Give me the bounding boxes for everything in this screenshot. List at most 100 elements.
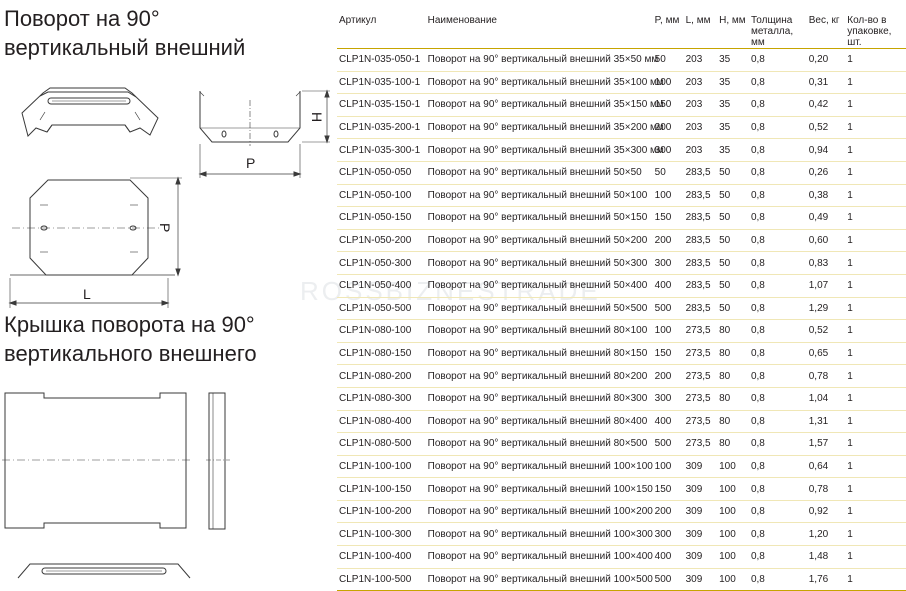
cell-p: 400 bbox=[652, 410, 684, 434]
cell-p: 50 bbox=[652, 48, 684, 72]
cell-article: CLP1N-100-500 bbox=[337, 568, 426, 591]
cell-thickness: 0,8 bbox=[748, 545, 807, 569]
cell-thickness: 0,8 bbox=[748, 274, 807, 298]
cell-name: Поворот на 90° вертикальный внешний 50×4… bbox=[425, 274, 653, 298]
cell-article: CLP1N-035-200-1 bbox=[337, 116, 426, 140]
cell-weight: 1,04 bbox=[806, 387, 846, 411]
cell-qty: 1 bbox=[845, 522, 906, 547]
cell-article: CLP1N-080-100 bbox=[337, 319, 426, 343]
cell-article: CLP1N-050-050 bbox=[337, 161, 426, 185]
cell-p: 150 bbox=[652, 93, 684, 117]
cover-title-line1: Крышка поворота на 90° bbox=[4, 312, 255, 337]
cell-l: 309 bbox=[683, 455, 718, 479]
label-p-top: P bbox=[157, 223, 173, 232]
cell-p: 150 bbox=[652, 342, 684, 366]
header-name: Наименование bbox=[425, 10, 653, 49]
cell-h: 100 bbox=[717, 455, 749, 479]
cell-article: CLP1N-080-200 bbox=[337, 364, 426, 388]
cell-p: 500 bbox=[652, 568, 684, 591]
cell-article: CLP1N-050-400 bbox=[337, 274, 426, 298]
cell-name: Поворот на 90° вертикальный внешний 50×1… bbox=[425, 184, 653, 208]
cell-weight: 0,52 bbox=[806, 116, 846, 140]
cell-l: 273,5 bbox=[683, 319, 718, 343]
cell-qty: 1 bbox=[845, 319, 906, 343]
cell-l: 283,5 bbox=[683, 161, 718, 185]
cell-p: 300 bbox=[652, 138, 684, 162]
cell-name: Поворот на 90° вертикальный внешний 80×4… bbox=[425, 410, 653, 434]
cell-qty: 1 bbox=[845, 71, 906, 95]
cell-name: Поворот на 90° вертикальный внешний 100×… bbox=[425, 568, 653, 591]
cell-l: 309 bbox=[683, 522, 718, 547]
cell-l: 273,5 bbox=[683, 410, 718, 434]
cell-qty: 1 bbox=[845, 387, 906, 411]
cell-p: 100 bbox=[652, 71, 684, 95]
cell-h: 100 bbox=[717, 477, 749, 501]
cell-weight: 0,94 bbox=[806, 138, 846, 162]
cell-thickness: 0,8 bbox=[748, 387, 807, 411]
cell-p: 200 bbox=[652, 500, 684, 524]
cell-weight: 1,20 bbox=[806, 522, 846, 547]
cell-h: 80 bbox=[717, 364, 749, 388]
cell-p: 100 bbox=[652, 319, 684, 343]
cell-h: 35 bbox=[717, 93, 749, 117]
header-h: H, мм bbox=[717, 10, 749, 49]
header-weight: Вес, кг bbox=[806, 10, 846, 49]
cell-p: 150 bbox=[652, 477, 684, 501]
label-p-side: P bbox=[246, 155, 255, 171]
cell-l: 283,5 bbox=[683, 251, 718, 275]
cell-name: Поворот на 90° вертикальный внешний 35×5… bbox=[425, 48, 658, 72]
cell-l: 203 bbox=[683, 116, 718, 140]
cell-h: 35 bbox=[717, 48, 749, 72]
cell-qty: 1 bbox=[845, 116, 906, 140]
cell-qty: 1 bbox=[845, 251, 906, 275]
cell-qty: 1 bbox=[845, 138, 906, 162]
cell-article: CLP1N-050-100 bbox=[337, 184, 426, 208]
cover-side-view bbox=[206, 392, 230, 530]
cell-thickness: 0,8 bbox=[748, 251, 807, 275]
cell-name: Поворот на 90° вертикальный внешний 80×1… bbox=[425, 319, 653, 343]
cell-name: Поворот на 90° вертикальный внешний 50×5… bbox=[425, 161, 653, 185]
cell-qty: 1 bbox=[845, 184, 906, 208]
cell-p: 300 bbox=[652, 387, 684, 411]
cell-l: 273,5 bbox=[683, 342, 718, 366]
cell-h: 100 bbox=[717, 545, 749, 569]
turn-side-view bbox=[198, 89, 330, 178]
cell-article: CLP1N-035-300-1 bbox=[337, 138, 426, 162]
cell-l: 273,5 bbox=[683, 432, 718, 456]
cell-thickness: 0,8 bbox=[748, 184, 807, 208]
cell-h: 35 bbox=[717, 71, 749, 95]
cell-l: 283,5 bbox=[683, 206, 718, 230]
cell-qty: 1 bbox=[845, 48, 906, 72]
cell-weight: 1,29 bbox=[806, 297, 846, 321]
cell-l: 203 bbox=[683, 93, 718, 117]
cell-p: 200 bbox=[652, 229, 684, 253]
cell-article: CLP1N-035-100-1 bbox=[337, 71, 426, 95]
cell-weight: 1,57 bbox=[806, 432, 846, 456]
label-l: L bbox=[83, 286, 91, 302]
cell-name: Поворот на 90° вертикальный внешний 100×… bbox=[425, 522, 653, 547]
cell-weight: 0,26 bbox=[806, 161, 846, 185]
cell-p: 100 bbox=[652, 184, 684, 208]
cell-name: Поворот на 90° вертикальный внешний 100×… bbox=[425, 477, 653, 501]
cell-l: 283,5 bbox=[683, 184, 718, 208]
cell-l: 203 bbox=[683, 48, 718, 72]
cell-name: Поворот на 90° вертикальный внешний 50×1… bbox=[425, 206, 653, 230]
cell-p: 200 bbox=[652, 364, 684, 388]
cell-h: 50 bbox=[717, 161, 749, 185]
cell-thickness: 0,8 bbox=[748, 477, 807, 501]
cell-weight: 0,42 bbox=[806, 93, 846, 117]
cell-h: 35 bbox=[717, 138, 749, 162]
cell-h: 50 bbox=[717, 229, 749, 253]
cover-title: Крышка поворота на 90° вертикального вне… bbox=[4, 310, 257, 368]
label-h: H bbox=[309, 112, 325, 122]
